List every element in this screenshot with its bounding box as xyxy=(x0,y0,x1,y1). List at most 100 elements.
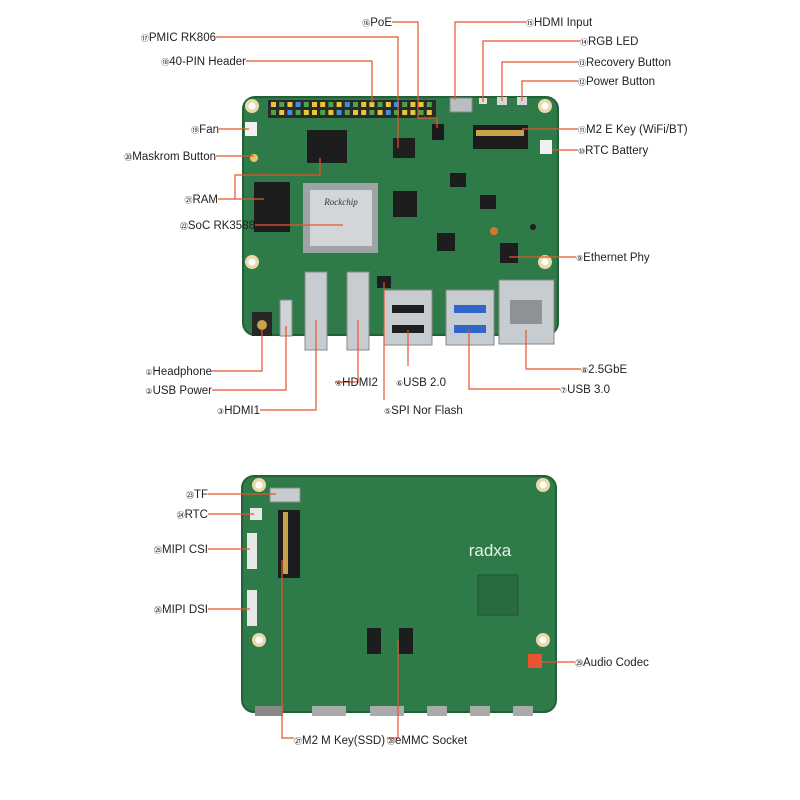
label-number: ㉘ xyxy=(387,737,395,746)
label-spi-nor-flash: ⑤SPI Nor Flash xyxy=(384,405,463,417)
header-pin xyxy=(426,102,432,107)
label-hdmi1: ③HDMI1 xyxy=(217,405,260,417)
header-pin xyxy=(312,110,317,115)
header-pin xyxy=(394,102,399,107)
leader-line-hdmi2 xyxy=(335,320,359,383)
leader-line-power-button xyxy=(521,80,578,101)
header-pin xyxy=(328,110,334,115)
header-pin xyxy=(336,102,342,107)
label-text: Power Button xyxy=(586,76,655,88)
label-maskrom-button: ⑳Maskrom Button xyxy=(124,151,216,163)
label-soc: ㉒SoC RK3588 xyxy=(180,220,255,232)
header-pin xyxy=(377,102,383,107)
label-text: HDMI1 xyxy=(224,405,260,417)
label-text: USB 3.0 xyxy=(567,384,610,396)
brand-mark: radxa xyxy=(469,541,512,560)
label-m2-m-key: ㉗M2 M Key(SSD) xyxy=(294,735,385,747)
label-text: eMMC Socket xyxy=(395,735,468,747)
leader-lines xyxy=(208,21,581,739)
label-text: HDMI Input xyxy=(534,17,593,29)
m2-m-key-slot xyxy=(278,510,300,578)
label-power-button: ⑫Power Button xyxy=(578,76,655,88)
label-recovery-button: ⑬Recovery Button xyxy=(578,57,671,69)
header-pin xyxy=(271,102,276,107)
ethernet-phy-chip xyxy=(500,243,518,263)
label-headphone: ①Headphone xyxy=(145,366,212,378)
label-poe: ⑯PoE xyxy=(362,17,392,29)
label-number: ㉒ xyxy=(180,222,188,231)
label-number: ⑪ xyxy=(578,126,586,135)
label-ethernet-phy: ⑨Ethernet Phy xyxy=(576,252,650,264)
gpio-header xyxy=(268,100,436,118)
label-text: USB Power xyxy=(153,385,213,397)
header-pin xyxy=(418,102,424,107)
label-number: ② xyxy=(145,387,152,396)
header-pin xyxy=(312,102,317,107)
label-number: ㉑ xyxy=(184,196,192,205)
leader-line-recovery-button xyxy=(501,61,578,101)
label-number: ㉙ xyxy=(575,659,583,668)
label-text: Headphone xyxy=(153,366,212,378)
label-40-pin-header: ⑱40-PIN Header xyxy=(161,56,246,68)
label-text: RAM xyxy=(192,194,218,206)
label-fan: ⑲Fan xyxy=(191,124,219,136)
label-number: ⑧ xyxy=(581,366,588,375)
label-text: RTC Battery xyxy=(585,145,648,157)
label-text: M2 M Key(SSD) xyxy=(302,735,385,747)
header-pin xyxy=(426,110,432,115)
label-audio-codec: ㉙Audio Codec xyxy=(575,657,649,669)
leader-line-hdmi1 xyxy=(260,320,317,411)
header-pin xyxy=(303,102,309,107)
leader-line-hdmi-input xyxy=(454,21,526,100)
label-number: ③ xyxy=(217,407,224,416)
label-number: ⑦ xyxy=(560,386,567,395)
label-text: RGB LED xyxy=(588,36,639,48)
label-number: ⑲ xyxy=(191,126,199,135)
label-number: ⑥ xyxy=(396,379,403,388)
header-pin xyxy=(295,110,301,115)
leader-line-poe xyxy=(392,21,438,128)
header-pin xyxy=(418,110,424,115)
leader-line-ram xyxy=(218,158,321,200)
header-pin xyxy=(287,102,293,107)
label-text: 40-PIN Header xyxy=(169,56,246,68)
rtc-battery-connector xyxy=(540,140,552,154)
label-text: TF xyxy=(194,489,208,501)
leader-line-emmc-socket xyxy=(387,640,399,739)
header-pin xyxy=(394,110,399,115)
label-number: ⑯ xyxy=(362,19,370,28)
label-text: USB 2.0 xyxy=(403,377,446,389)
label-2-5gbe: ⑧2.5GbE xyxy=(581,364,627,376)
label-text: Recovery Button xyxy=(586,57,671,69)
leader-line-40-pin-header xyxy=(246,60,373,103)
header-pin xyxy=(344,102,350,107)
mipi-csi-connector xyxy=(247,533,257,569)
pmic-chip xyxy=(393,138,415,158)
label-rtc-battery: ⑩RTC Battery xyxy=(578,145,648,157)
label-number: ⑭ xyxy=(580,38,588,47)
header-pin xyxy=(402,110,408,115)
label-number: ⑬ xyxy=(578,59,586,68)
label-number: ⑤ xyxy=(384,407,391,416)
label-hdmi2: ④HDMI2 xyxy=(335,377,378,389)
label-rtc: ㉔RTC xyxy=(177,509,208,521)
label-text: Audio Codec xyxy=(583,657,649,669)
label-number: ① xyxy=(145,368,152,377)
header-pin xyxy=(369,110,375,115)
label-rgb-led: ⑭RGB LED xyxy=(580,36,639,48)
label-text: Fan xyxy=(199,124,219,136)
audio-codec-chip xyxy=(528,654,542,668)
header-pin xyxy=(271,110,276,115)
label-number: ⑨ xyxy=(576,254,583,263)
label-tf: ㉓TF xyxy=(186,489,208,501)
back-board: radxa xyxy=(241,475,557,716)
label-text: RTC xyxy=(185,509,208,521)
label-text: 2.5GbE xyxy=(588,364,627,376)
soc-die xyxy=(310,190,372,246)
tf-slot xyxy=(269,487,301,503)
label-text: SPI Nor Flash xyxy=(391,405,463,417)
hdmi-input-port xyxy=(449,97,473,113)
ram-chip-left xyxy=(254,182,290,232)
